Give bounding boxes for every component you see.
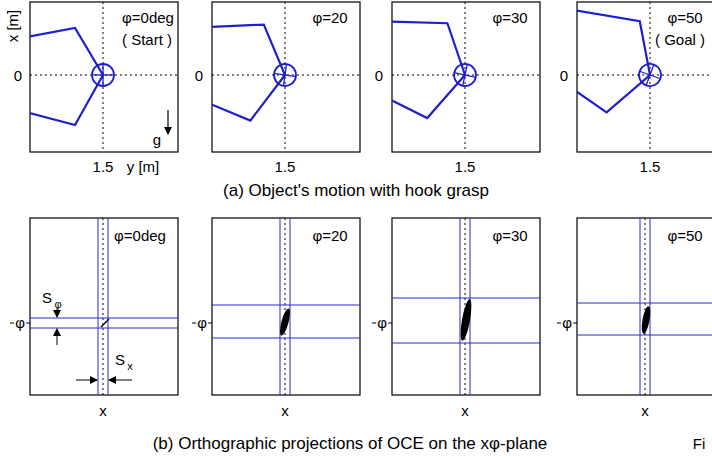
angle-label: φ=30 bbox=[492, 10, 527, 27]
size-symbol: S bbox=[115, 352, 125, 369]
motion-panel bbox=[10, 2, 178, 152]
angle-label: φ=0deg bbox=[122, 10, 174, 27]
motion-panel bbox=[364, 2, 540, 152]
axis-label: x bbox=[461, 403, 469, 420]
projection-panel bbox=[557, 218, 712, 395]
axis-label: φ bbox=[14, 315, 26, 332]
state-label: ( Start ) bbox=[122, 32, 172, 49]
angle-label: φ=20 bbox=[312, 228, 347, 245]
axis-label: x bbox=[281, 403, 289, 420]
angle-label: φ=0deg bbox=[114, 228, 166, 245]
projection-panel bbox=[10, 218, 178, 395]
tick-label: 1.5 bbox=[455, 159, 476, 176]
axis-label: φ bbox=[376, 315, 388, 332]
tick-label: 0 bbox=[560, 68, 568, 85]
size-subscript: φ bbox=[54, 298, 61, 310]
subfigure-caption: (b) Orthographic projections of OCE on t… bbox=[153, 435, 548, 454]
size-subscript: x bbox=[127, 360, 133, 372]
tick-label: 1.5 bbox=[93, 159, 114, 176]
angle-label: φ=20 bbox=[312, 10, 347, 27]
angle-label: φ=30 bbox=[492, 228, 527, 245]
size-symbol: S bbox=[42, 290, 52, 307]
state-label: ( Goal ) bbox=[655, 32, 705, 49]
tick-label: 1.5 bbox=[275, 159, 296, 176]
gravity-label: g bbox=[153, 132, 161, 149]
axis-label: x bbox=[641, 403, 649, 420]
motion-panel bbox=[186, 2, 360, 152]
axis-label: φ bbox=[561, 315, 573, 332]
axis-label: φ bbox=[196, 315, 208, 332]
projection-panel bbox=[192, 218, 360, 395]
axis-label: x bbox=[99, 403, 107, 420]
tick-label: 0 bbox=[195, 68, 203, 85]
tick-label: 0 bbox=[375, 68, 383, 85]
motion-panel bbox=[546, 0, 712, 152]
figure-caption-fragment: Fi bbox=[693, 436, 706, 453]
tick-label: 1.5 bbox=[640, 159, 661, 176]
tick-label: 0 bbox=[14, 68, 22, 85]
axis-label: x [m] bbox=[5, 10, 22, 43]
axis-label: y [m] bbox=[127, 159, 160, 176]
angle-label: φ=50 bbox=[667, 10, 702, 27]
projection-panel bbox=[372, 218, 540, 395]
angle-label: φ=50 bbox=[667, 228, 702, 245]
subfigure-caption: (a) Object's motion with hook grasp bbox=[223, 182, 489, 201]
